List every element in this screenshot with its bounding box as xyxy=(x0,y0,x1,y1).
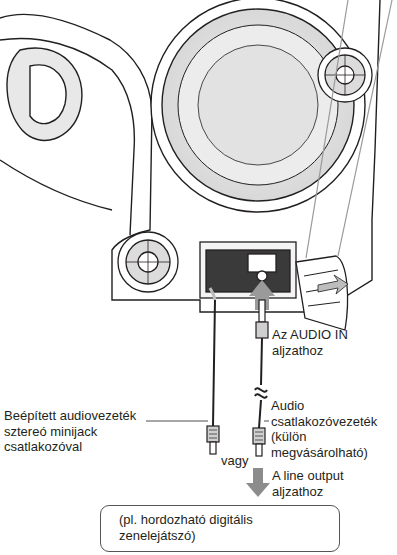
main-speaker xyxy=(151,0,365,212)
audio-cable xyxy=(253,300,268,456)
leader-lines xyxy=(306,0,392,258)
tweeter xyxy=(318,48,372,102)
jack-compartment xyxy=(200,242,296,300)
output-label: A line output aljzathoz xyxy=(272,468,395,499)
jack-label: Az AUDIO IN aljzathoz xyxy=(272,327,395,358)
cable-label: Audio csatlakozóvezeték (külön megvásáro… xyxy=(271,398,395,460)
output-arrow xyxy=(246,468,270,497)
cable-label: Beépített audiovezeték sztereó minijack … xyxy=(4,408,144,455)
compartment-lid xyxy=(296,256,348,330)
left-speaker xyxy=(118,232,178,292)
device-text: (pl. hordozható digitális zenelejátszó) xyxy=(119,512,321,545)
device-box: (pl. hordozható digitális zenelejátszó) xyxy=(100,505,340,552)
builtin-cable xyxy=(207,300,219,454)
or-label: vagy xyxy=(221,453,248,469)
label-leaders xyxy=(146,421,269,422)
